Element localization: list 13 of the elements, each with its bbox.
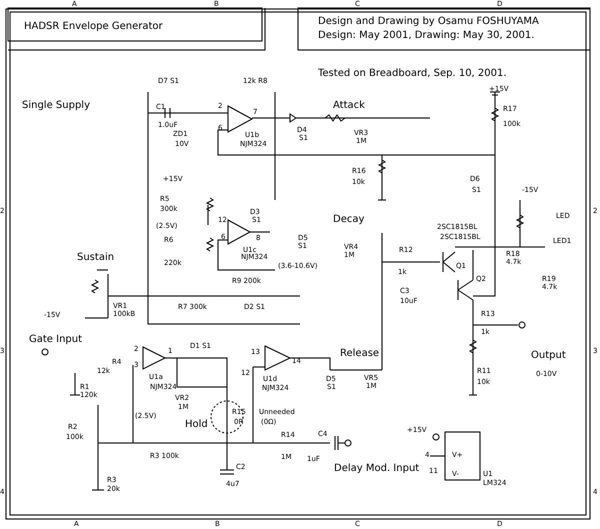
note-text: Hold [185, 419, 208, 430]
note-text: Decay [333, 214, 364, 225]
note-text: Tested on Breadboard, Sep. 10, 2001. [318, 68, 507, 79]
note-text: Gate Input [29, 334, 82, 345]
note-text: Design and Drawing by Osamu FOSHUYAMA [318, 16, 539, 27]
note-text: Single Supply [22, 100, 90, 111]
note-text: Design: May 2001, Drawing: May 30, 2001. [318, 30, 534, 41]
note-text: Delay Mod. Input [334, 463, 420, 474]
title: HADSR Envelope Generator [24, 21, 163, 32]
note-text: Sustain [77, 252, 114, 263]
note-text: Attack [333, 100, 365, 111]
note-text: Release [340, 348, 380, 359]
note-text: Output [531, 350, 566, 361]
